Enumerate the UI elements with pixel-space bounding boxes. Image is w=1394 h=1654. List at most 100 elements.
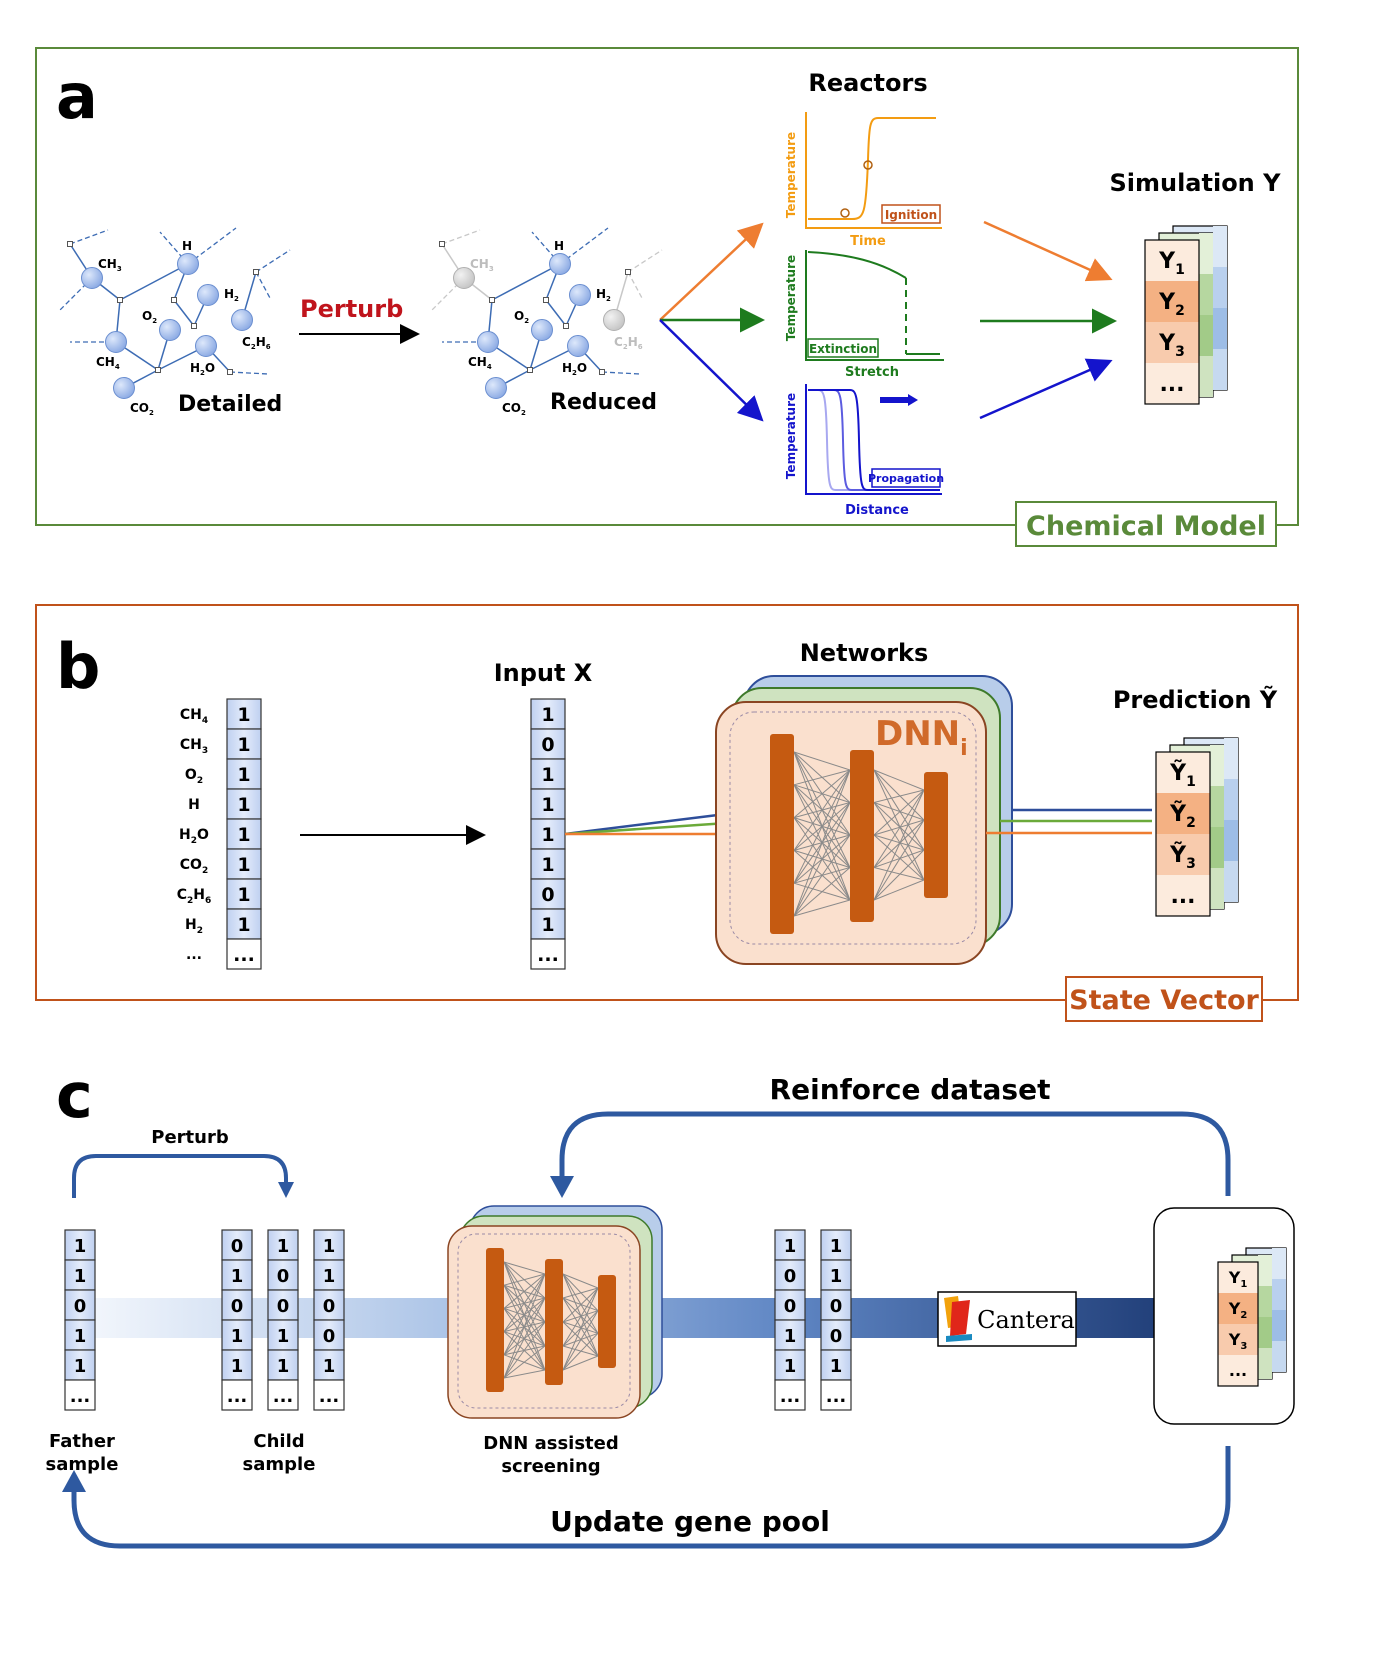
perturb-label: Perturb: [300, 295, 403, 323]
simulation-y-cell: [1145, 322, 1199, 363]
result-y-back-strip: [1272, 1248, 1286, 1279]
dnn-connection: [873, 769, 925, 881]
species-node-c2h6: [231, 309, 253, 331]
dnn-connection: [873, 769, 925, 821]
input-vector-value: 1: [541, 794, 554, 816]
species-node-o2: [159, 319, 181, 341]
child-vector-2-value: 1: [277, 1236, 290, 1257]
screened-vector-2-value: 1: [830, 1356, 843, 1377]
prediction-y-item-sub: 3: [1186, 856, 1196, 872]
species-node-ch3: [81, 267, 103, 289]
prediction-y-cell: [1156, 752, 1210, 793]
child-vector-2-value: 1: [277, 1326, 290, 1347]
prediction-title: Prediction Ỹ: [1113, 685, 1278, 714]
state-species-label-sub: 2: [202, 866, 208, 876]
screened-vector-2-cell: [820, 1379, 852, 1411]
bond-dashed: [627, 271, 643, 299]
dnn-diagram-b: [770, 734, 948, 934]
result-y-item-sub: 3: [1240, 1341, 1247, 1352]
dnn-screening-label-line1: DNN assisted: [483, 1433, 619, 1454]
screened-vector-1-value: 1: [784, 1236, 797, 1257]
reaction-joint: [171, 297, 177, 303]
prediction-y-mid-strip: [1210, 786, 1224, 827]
prediction-y-back-strip: [1224, 820, 1238, 861]
dnn-label-sub: i: [960, 736, 968, 761]
state-vector-cell: [226, 788, 262, 820]
simulation-y-item-sub: 1: [1175, 262, 1185, 278]
species-label-ch4-part: CH: [96, 355, 115, 369]
dnn-connection: [793, 769, 851, 851]
result-y-mid-strip: [1258, 1286, 1272, 1317]
bond-dashed: [531, 231, 561, 265]
species-node-h2: [569, 284, 591, 306]
species-label-c2h6-sub: 6: [638, 343, 643, 351]
reaction-joint: [439, 241, 445, 247]
result-y-item-sub: 1: [1240, 1279, 1247, 1290]
extinction-axes: [805, 250, 944, 361]
species-label-c2h6: C2H6: [614, 335, 643, 351]
father-vector-value: 1: [74, 1356, 87, 1377]
screened-vector-1-cell: [774, 1379, 806, 1411]
dnn-connection: [873, 849, 925, 868]
propagation-xlabel: Distance: [845, 503, 909, 518]
reaction-joint: [563, 323, 569, 329]
prediction-y-item-sub: 2: [1186, 815, 1196, 831]
dnn-connection: [503, 1273, 546, 1332]
species-label-h2o: H2O: [562, 361, 587, 377]
father-vector-cell: [64, 1289, 96, 1321]
prediction-y-item-part: ...: [1170, 884, 1195, 909]
reaction-joint: [191, 323, 197, 329]
species-label-h2: H2: [224, 287, 239, 303]
state-vector-value: 1: [237, 824, 250, 846]
result-y-item-part: ...: [1229, 1361, 1247, 1380]
dnn-connection: [562, 1297, 599, 1334]
father-vector-cell: [64, 1319, 96, 1351]
species-label-h2o-part: O: [577, 361, 587, 375]
input-vector-value: 0: [541, 734, 554, 756]
input-line-blue: [564, 810, 743, 836]
propagation-direction-head: [908, 394, 918, 406]
species-label-ch3: CH3: [98, 257, 122, 273]
father-vector-value: 1: [74, 1326, 87, 1347]
dnn-connection: [873, 789, 925, 868]
state-species-label-part: H: [185, 917, 197, 933]
simulation-y-item: Y1: [1158, 249, 1185, 278]
input-vector-cell: [530, 878, 566, 910]
species-label-ch4-part: CH: [468, 355, 487, 369]
result-y-card-front: [1217, 1261, 1259, 1387]
child-label-line1: Child: [253, 1431, 304, 1452]
simulation-y-card-front: [1144, 239, 1200, 405]
result-y-item: Y2: [1228, 1299, 1248, 1321]
dnn-connection: [873, 819, 925, 901]
species-label-h2-sub: 2: [606, 295, 611, 303]
species-label-o2-sub: 2: [152, 317, 157, 325]
state-vector-value: 1: [237, 764, 250, 786]
input-title: Input X: [494, 659, 593, 687]
state-vector-tag: State Vector: [1069, 985, 1259, 1016]
simulation-y-mid-strip: [1199, 356, 1213, 397]
dnn-connection: [562, 1297, 599, 1357]
result-y-back-strip: [1272, 1279, 1286, 1310]
species-label-ch3-part: CH: [98, 257, 117, 271]
input-vector-value: 1: [541, 854, 554, 876]
prediction-stack: Ỹ1Ỹ2Ỹ3...: [1155, 737, 1239, 917]
child-label-line2: sample: [243, 1454, 316, 1475]
dnn-connection: [503, 1273, 546, 1286]
simulation-y-mid-strip: [1199, 315, 1213, 356]
reaction-joint: [599, 369, 605, 375]
child-vector-3-value: 1: [323, 1356, 336, 1377]
species-label-h-part: H: [182, 239, 192, 253]
species-node-o2: [531, 319, 553, 341]
dnn-connection: [793, 899, 851, 917]
prediction-y-item: ...: [1170, 884, 1195, 909]
dnn-connection: [793, 769, 851, 917]
arrow-to-propagation: [659, 319, 764, 422]
simulation-y-item: Y2: [1158, 290, 1185, 319]
panel-a-frame: [35, 47, 1299, 526]
species-label-o2: O2: [142, 309, 157, 325]
simulation-y-back-strip: [1213, 349, 1227, 390]
dnn-connection: [873, 789, 925, 803]
father-vector-cell: [64, 1229, 96, 1261]
bond-dashed: [255, 249, 291, 273]
